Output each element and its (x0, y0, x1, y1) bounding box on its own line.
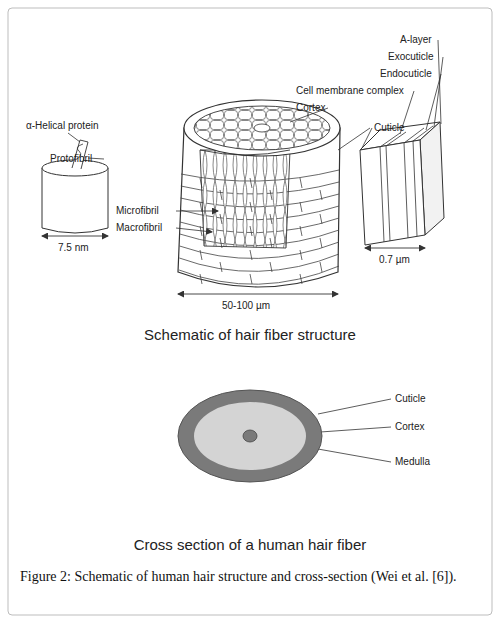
scale-edge (300, 274, 302, 284)
scale-edge (270, 262, 272, 272)
part-label: Cuticle (374, 122, 405, 134)
scale-edge (320, 238, 322, 248)
part-label: Microfibril (116, 205, 159, 217)
cuticle-scale (179, 254, 339, 271)
scale-edge (300, 202, 302, 212)
dimension: 50-100 µm (222, 300, 270, 312)
scale-edge (200, 250, 202, 260)
layer-label: Exocuticle (388, 51, 434, 63)
part-label: Cortex (296, 102, 325, 114)
subheading: Cross section of a human hair fiber (0, 536, 500, 554)
layer-label: A-layer (400, 34, 432, 46)
part-label: Medulla (395, 456, 430, 468)
scale-edge (300, 226, 302, 236)
layer-label: Cell membrane complex (296, 85, 404, 97)
dimension: 0.7 µm (379, 254, 410, 266)
scale-edge (300, 250, 302, 260)
scale-edge (300, 178, 302, 188)
scale-edge (200, 274, 202, 284)
part-label: Protofibril (50, 153, 92, 165)
cuticle-scale (179, 266, 339, 284)
scale-edge (250, 250, 252, 260)
part-label: Cuticle (395, 393, 426, 405)
layer-label: Endocuticle (380, 68, 432, 80)
subheading: Schematic of hair fiber structure (0, 326, 500, 344)
part-label: α-Helical protein (26, 120, 98, 132)
scale-edge (220, 262, 222, 272)
part-label: Cortex (395, 421, 424, 433)
scale-edge (320, 262, 322, 272)
scale-edge (320, 214, 322, 224)
figure-caption: Figure 2: Schematic of human hair struct… (20, 568, 482, 586)
scale-edge (250, 274, 252, 284)
scale-edge (200, 202, 202, 212)
part-label: Macrofibril (116, 222, 162, 234)
dimension: 7.5 nm (58, 242, 89, 254)
